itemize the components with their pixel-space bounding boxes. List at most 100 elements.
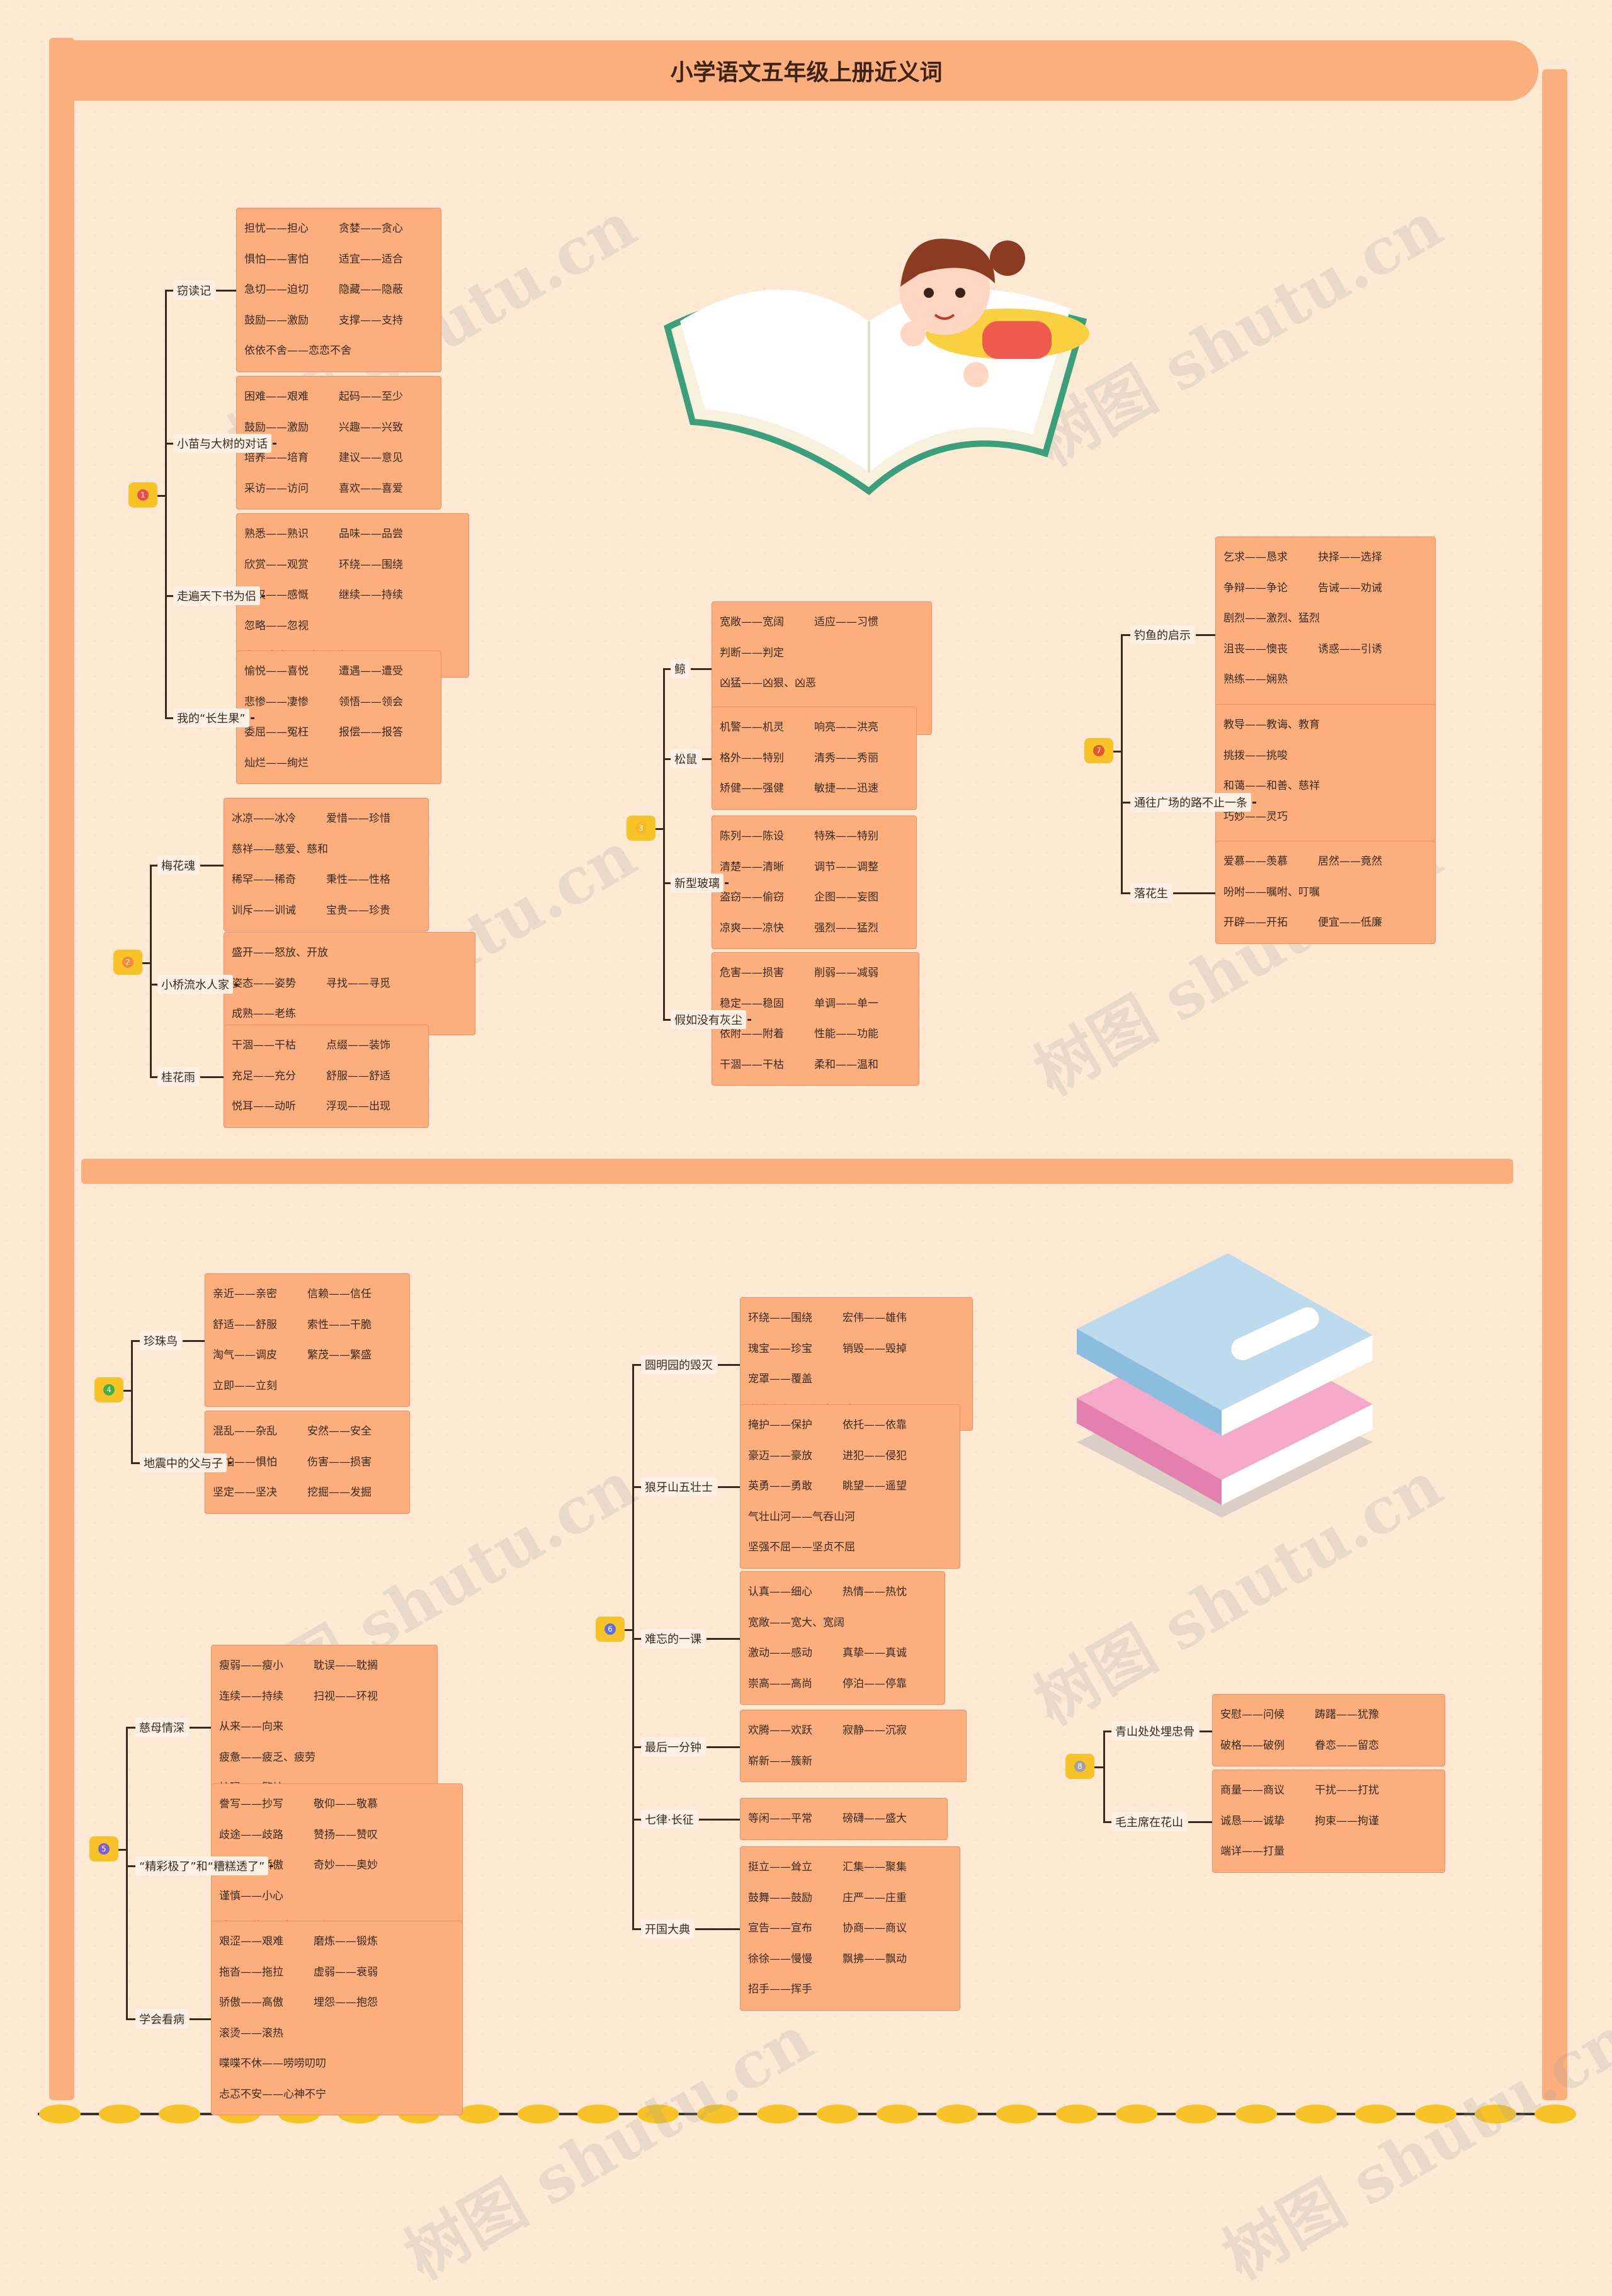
synonym-pair: 繁茂——繁盛	[307, 1340, 402, 1371]
branch-line	[131, 1462, 140, 1464]
synonym-pair: 掩护——保护	[748, 1410, 843, 1441]
connector-line	[747, 1019, 751, 1021]
synonym-row: 谨慎——小心	[219, 1881, 455, 1912]
unit-number-badge[interactable]: 1	[128, 482, 157, 508]
bead	[99, 2105, 140, 2123]
lesson-title[interactable]: 窃读记	[173, 281, 215, 300]
lesson-title[interactable]: 鲸	[671, 659, 690, 678]
lesson-title[interactable]: 小苗与大树的对话	[173, 434, 271, 453]
synonym-pair: 环绕——围绕	[748, 1303, 843, 1334]
lesson-title[interactable]: 桂花雨	[157, 1067, 199, 1086]
synonym-row: 惧怕——害怕适宜——适合	[244, 244, 433, 275]
synonym-row: 盗窃——偷窃企图——妄图	[720, 882, 909, 913]
lesson-title[interactable]: 松鼠	[671, 749, 701, 768]
synonym-pair: 领悟——领会	[339, 687, 433, 718]
synonym-pair: 虚弱——衰弱	[314, 1957, 408, 1988]
synonym-pair: 企图——妄图	[814, 882, 909, 913]
synonym-row: 崇高——高尚停泊——停靠	[748, 1669, 937, 1700]
synonym-box: 艰涩——艰难磨炼——锻炼拖沓——拖拉虚弱——衰弱骄傲——高傲埋怨——抱怨滚烫——…	[211, 1921, 463, 2115]
synonym-pair: 鼓舞——鼓励	[748, 1883, 843, 1914]
synonym-pair: 认真——细心	[748, 1577, 843, 1608]
lesson-title[interactable]: 走遍天下书为侣	[173, 586, 260, 605]
synonym-row: 从来——向来	[219, 1712, 429, 1742]
synonym-pair: 继续——持续	[339, 580, 433, 611]
unit-number-badge[interactable]: 6	[596, 1617, 625, 1642]
synonym-pair: 慈祥——慈爱、慈和	[232, 834, 328, 865]
connector-line	[699, 1819, 740, 1821]
lesson-title[interactable]: 最后一分钟	[641, 1737, 705, 1756]
reading-girl-illustration	[655, 214, 1108, 504]
lesson-title[interactable]: 小桥流水人家	[157, 975, 233, 994]
branch-line	[1121, 892, 1130, 894]
synonym-pair: 报偿——报答	[339, 717, 433, 748]
lesson-title[interactable]: 七律·长征	[641, 1810, 698, 1829]
synonym-pair: 害怕——惧怕	[213, 1447, 307, 1478]
connector-line	[718, 1486, 740, 1488]
unit-number-badge[interactable]: 2	[113, 950, 142, 975]
synonym-row: 舒适——舒服索性——干脆	[213, 1310, 402, 1341]
lesson-title[interactable]: 梅花魂	[157, 856, 199, 875]
synonym-pair: 挑拨——挑唆	[1223, 741, 1318, 771]
connector-line	[1200, 1731, 1212, 1732]
synonym-row: 干涸——干枯点缀——装饰	[232, 1030, 421, 1061]
synonym-pair: 柔和——温和	[814, 1050, 909, 1081]
synonym-pair: 英勇——勇敢	[748, 1471, 843, 1502]
unit-number-badge[interactable]: 4	[94, 1377, 123, 1402]
bead	[996, 2105, 1038, 2123]
synonym-row: 沮丧——懊丧诱惑——引诱	[1223, 634, 1428, 665]
lesson-title[interactable]: 珍珠鸟	[140, 1331, 181, 1350]
unit-number: 3	[635, 822, 647, 834]
lesson-title[interactable]: 慈母情深	[135, 1718, 188, 1737]
synonym-pair: 宠罩——覆盖	[748, 1364, 843, 1395]
synonym-row: 坚强不屈——坚贞不屈	[748, 1532, 952, 1563]
synonym-pair: 舒适——舒服	[213, 1310, 307, 1341]
lesson-title[interactable]: 落花生	[1130, 884, 1172, 902]
lesson-title[interactable]: 狼牙山五壮士	[641, 1477, 717, 1496]
connector-line	[718, 1364, 740, 1366]
unit-number-badge[interactable]: 8	[1065, 1754, 1094, 1779]
synonym-row: 英勇——勇敢眺望——遥望	[748, 1471, 952, 1502]
connector-line	[702, 758, 712, 760]
lesson-title[interactable]: “精彩极了”和“糟糕透了”	[135, 1856, 268, 1875]
synonym-pair: 秉性——性格	[326, 865, 421, 895]
branch-line	[1103, 1821, 1111, 1823]
lesson-title[interactable]: 毛主席在花山	[1111, 1812, 1187, 1831]
synonym-pair: 坚定——坚决	[213, 1477, 307, 1508]
synonym-row: 环绕——围绕宏伟——雄伟	[748, 1303, 965, 1334]
synonym-box: 欢腾——欢跃寂静——沉寂崭新——簇新	[740, 1710, 967, 1782]
lesson-title[interactable]: 学会看病	[135, 2009, 188, 2028]
synonym-row: 培养——培育建议——意见	[244, 443, 433, 474]
unit-number-badge[interactable]: 5	[89, 1836, 118, 1861]
stacked-books-illustration	[1058, 1253, 1385, 1530]
bead	[877, 2105, 918, 2123]
lesson-title[interactable]: 新型玻璃	[671, 873, 724, 892]
synonym-pair: 连续——持续	[219, 1681, 314, 1712]
bead	[1295, 2105, 1337, 2123]
lesson-title[interactable]: 通往广场的路不止一条	[1130, 793, 1251, 812]
unit-number-badge[interactable]: 3	[627, 816, 656, 841]
synonym-pair: 歧途——歧路	[219, 1820, 314, 1851]
lesson-title[interactable]: 青山处处埋忠骨	[1111, 1722, 1198, 1741]
lesson-title[interactable]: 我的“长生果”	[173, 708, 249, 727]
lesson-title[interactable]: 地震中的父与子	[140, 1453, 227, 1472]
synonym-pair: 寻找——寻觅	[326, 969, 421, 999]
lesson-title[interactable]: 圆明园的毁灭	[641, 1355, 717, 1374]
synonym-row: 连续——持续扫视——环视	[219, 1681, 429, 1712]
connector-line	[190, 1727, 211, 1729]
synonym-row: 淘气——调皮繁茂——繁盛	[213, 1340, 402, 1371]
unit-number-badge[interactable]: 7	[1084, 738, 1113, 763]
synonym-pair: 悲惨——凄惨	[244, 687, 339, 718]
synonym-row: 掩护——保护依托——依靠	[748, 1410, 952, 1441]
lesson-title[interactable]: 开国大典	[641, 1919, 694, 1938]
synonym-pair: 适应——习惯	[814, 607, 909, 638]
synonym-row: 徐徐——慢慢飘拂——飘动	[748, 1944, 952, 1975]
lesson-title[interactable]: 难忘的一课	[641, 1629, 705, 1648]
synonym-pair: 清楚——清晰	[720, 852, 814, 883]
synonym-box: 陈列——陈设特殊——特别清楚——清晰调节——调整盗窃——偷窃企图——妄图凉爽——…	[712, 816, 917, 949]
lesson-title[interactable]: 钓鱼的启示	[1130, 625, 1195, 644]
synonym-pair: 浮现——出现	[326, 1091, 421, 1122]
synonym-row: 豪迈——豪放进犯——侵犯	[748, 1441, 952, 1472]
synonym-pair: 干涸——干枯	[232, 1030, 326, 1061]
lesson-title[interactable]: 假如没有灰尘	[671, 1010, 746, 1029]
synonym-row: 采访——访问喜欢——喜爱	[244, 474, 433, 504]
